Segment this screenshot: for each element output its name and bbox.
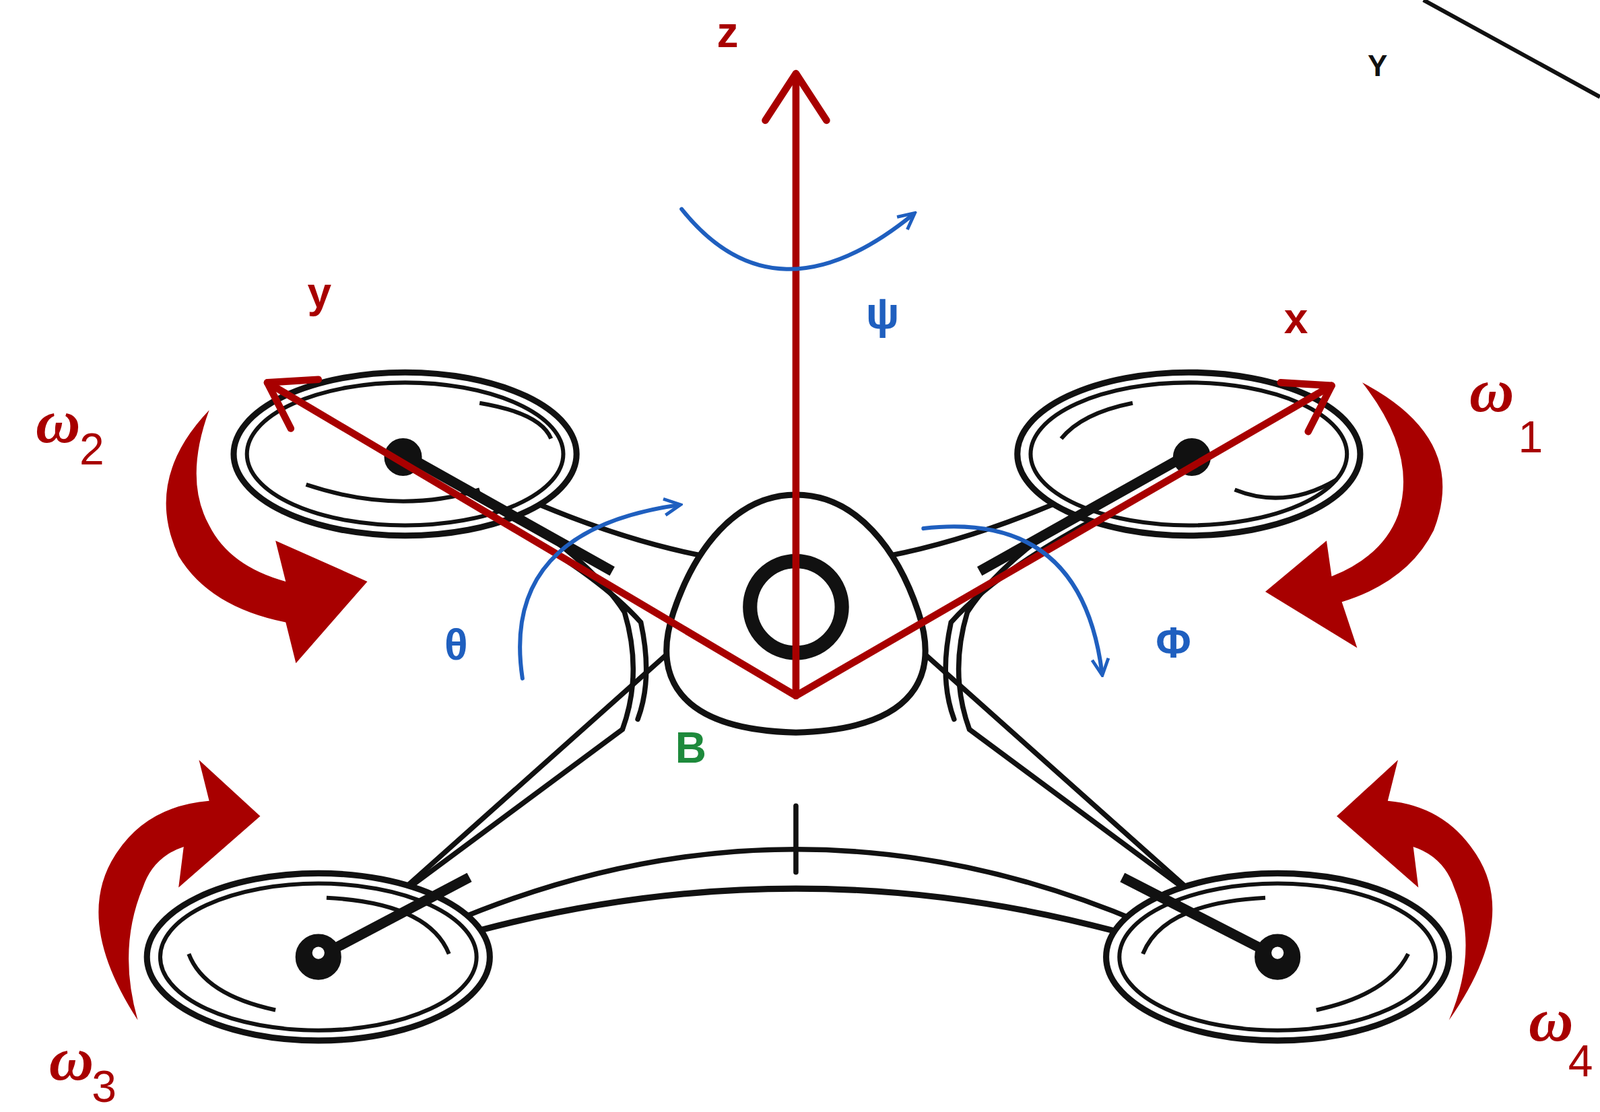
rotor-speed-symbol: ω — [1469, 359, 1515, 422]
angle-label: θ — [444, 623, 469, 667]
spin-arrows — [98, 382, 1493, 1021]
body-axes — [267, 73, 1332, 697]
rotor-index: 2 — [79, 426, 105, 472]
angle-label: ψ — [865, 290, 900, 336]
axis-label: Y — [1367, 51, 1388, 81]
axis-label: z — [716, 10, 739, 54]
rotor-bottom-right — [1106, 873, 1450, 1042]
rotor-bottom-left — [146, 873, 490, 1042]
axis-label: x — [1284, 296, 1309, 341]
rotation-arcs — [519, 209, 1102, 679]
frame-line — [1423, 0, 1600, 97]
landing-frame — [449, 806, 1143, 931]
axis-label: y — [307, 271, 332, 315]
rotor-speed-symbol: ω — [49, 1028, 95, 1091]
rotor-index: 4 — [1568, 1039, 1594, 1084]
angle-label: Φ — [1155, 621, 1192, 665]
rotor-index: 3 — [91, 1064, 117, 1110]
rotor-speed-symbol: ω — [1528, 989, 1574, 1052]
rotor-index: 1 — [1518, 414, 1544, 460]
rotor-speed-symbol: ω — [35, 390, 81, 453]
origin-label: B — [675, 726, 707, 770]
